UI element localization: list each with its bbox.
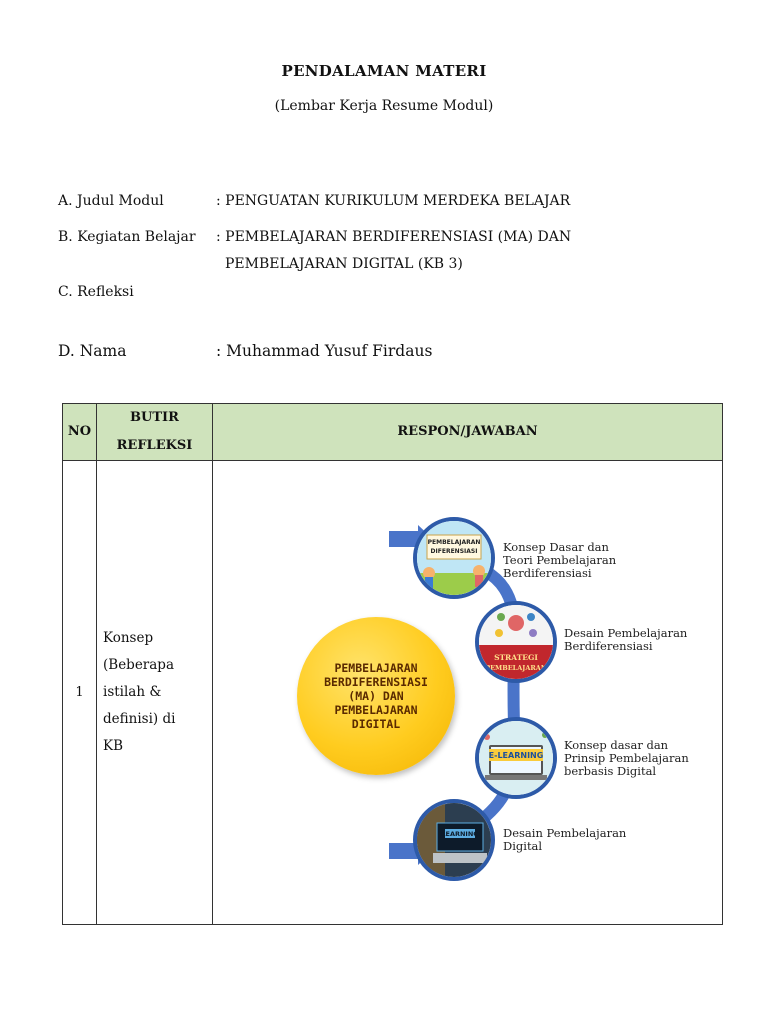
row-number: 1 xyxy=(63,461,97,925)
kegiatan-belajar-label: B. Kegiatan Belajar xyxy=(58,228,196,246)
butir-line: Konsep xyxy=(103,625,212,652)
header-respon: RESPON/JAWABAN xyxy=(213,404,723,461)
caption-konsep-digital: Konsep dasar dan Prinsip Pembelajaran be… xyxy=(564,739,689,778)
nama-value: : Muhammad Yusuf Firdaus xyxy=(216,342,432,360)
caption-konsep-dasar-diferensiasi: Konsep Dasar dan Teori Pembelajaran Berd… xyxy=(503,541,616,580)
refleksi-label: C. Refleksi xyxy=(58,283,134,301)
differentiation-cover-icon: PEMBELAJARAN DIFERENSIASI xyxy=(417,521,491,595)
header-butir-refleksi: BUTIR REFLEKSI xyxy=(97,404,213,461)
butir-line: istilah & xyxy=(103,679,212,706)
reflection-table: NO BUTIR REFLEKSI RESPON/JAWABAN 1 Konse… xyxy=(62,403,723,925)
caption-line: Digital xyxy=(503,840,626,853)
row-respon: PEMBELAJARAN BERDIFERENSIASI (MA) DAN PE… xyxy=(213,461,723,925)
node4-text: LEARNING xyxy=(441,830,478,838)
node1-text-line2: DIFERENSIASI xyxy=(431,548,478,555)
kegiatan-belajar-value: : PEMBELAJARAN BERDIFERENSIASI (MA) DAN xyxy=(216,228,571,246)
node1-text-line1: PEMBELAJARAN xyxy=(428,539,481,546)
butir-line: (Beberapa xyxy=(103,652,212,679)
kegiatan-belajar-value-line2: PEMBELAJARAN DIGITAL (KB 3) xyxy=(225,255,463,273)
caption-line: Berdiferensiasi xyxy=(564,640,687,653)
node-elearning-image: E-LEARNING xyxy=(475,717,557,799)
central-topic-circle: PEMBELAJARAN BERDIFERENSIASI (MA) DAN PE… xyxy=(297,617,455,775)
header-butir-line2: REFLEKSI xyxy=(97,432,212,460)
judul-modul-label: A. Judul Modul xyxy=(58,192,164,210)
node3-text: E-LEARNING xyxy=(489,751,544,760)
node-learning-laptop-image: LEARNING xyxy=(413,799,495,881)
node-strategy-image: STRATEGI PEMBELAJARAN xyxy=(475,601,557,683)
caption-desain-diferensiasi: Desain Pembelajaran Berdiferensiasi xyxy=(564,627,687,653)
page-title: PENDALAMAN MATERI xyxy=(0,62,768,80)
node-differentiation-image: PEMBELAJARAN DIFERENSIASI xyxy=(413,517,495,599)
row-butir: Konsep (Beberapa istilah & definisi) di … xyxy=(97,461,213,925)
nama-label: D. Nama xyxy=(58,342,126,360)
caption-line: Berdiferensiasi xyxy=(503,567,616,580)
header-no: NO xyxy=(63,404,97,461)
table-header-row: NO BUTIR REFLEKSI RESPON/JAWABAN xyxy=(63,404,723,461)
learning-laptop-icon: LEARNING xyxy=(417,803,491,877)
central-topic-text: PEMBELAJARAN BERDIFERENSIASI (MA) DAN PE… xyxy=(316,661,436,731)
caption-line: berbasis Digital xyxy=(564,765,689,778)
page-subtitle: (Lembar Kerja Resume Modul) xyxy=(0,98,768,114)
table-row: 1 Konsep (Beberapa istilah & definisi) d… xyxy=(63,461,723,925)
node2-text-line1: STRATEGI xyxy=(494,653,538,662)
node2-text-line2: PEMBELAJARAN xyxy=(485,664,547,672)
strategy-cover-icon: STRATEGI PEMBELAJARAN xyxy=(479,605,553,679)
header-butir-line1: BUTIR xyxy=(97,404,212,432)
butir-line: definisi) di xyxy=(103,706,212,733)
caption-desain-digital: Desain Pembelajaran Digital xyxy=(503,827,626,853)
judul-modul-value: : PENGUATAN KURIKULUM MERDEKA BELAJAR xyxy=(216,192,570,210)
butir-line: KB xyxy=(103,733,212,760)
concept-infographic: PEMBELAJARAN BERDIFERENSIASI (MA) DAN PE… xyxy=(213,461,721,924)
elearning-cover-icon: E-LEARNING xyxy=(479,721,553,795)
